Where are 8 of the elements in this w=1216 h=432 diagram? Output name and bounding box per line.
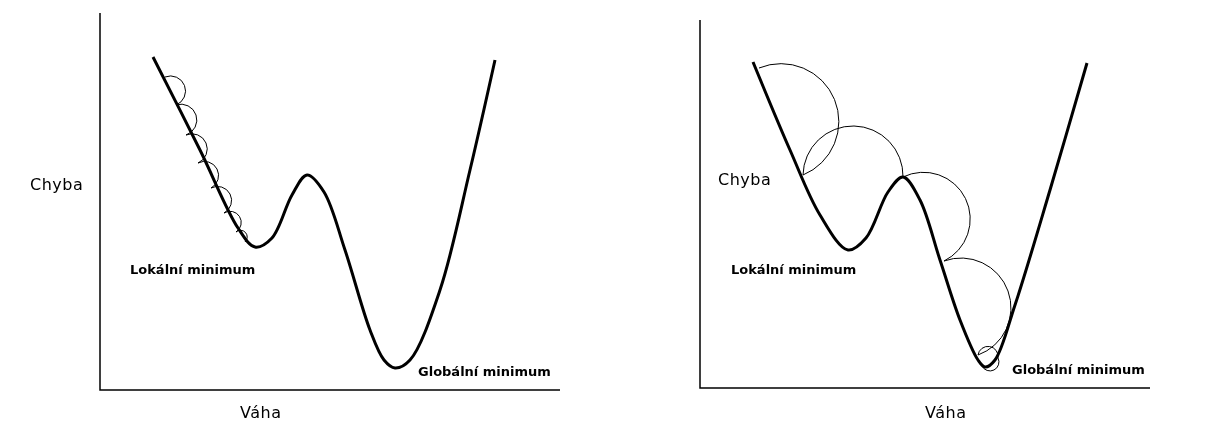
axis-label: Váha — [925, 405, 967, 421]
annotation-label: Globální minimum — [1012, 362, 1145, 378]
axis-label: Váha — [240, 405, 282, 421]
annotation-label: Lokální minimum — [130, 262, 256, 278]
annotation-label: Globální minimum — [418, 364, 551, 380]
annotation-label: Lokální minimum — [731, 262, 857, 278]
axis-label: Chyba — [30, 177, 84, 193]
axis-label: Chyba — [718, 172, 772, 188]
